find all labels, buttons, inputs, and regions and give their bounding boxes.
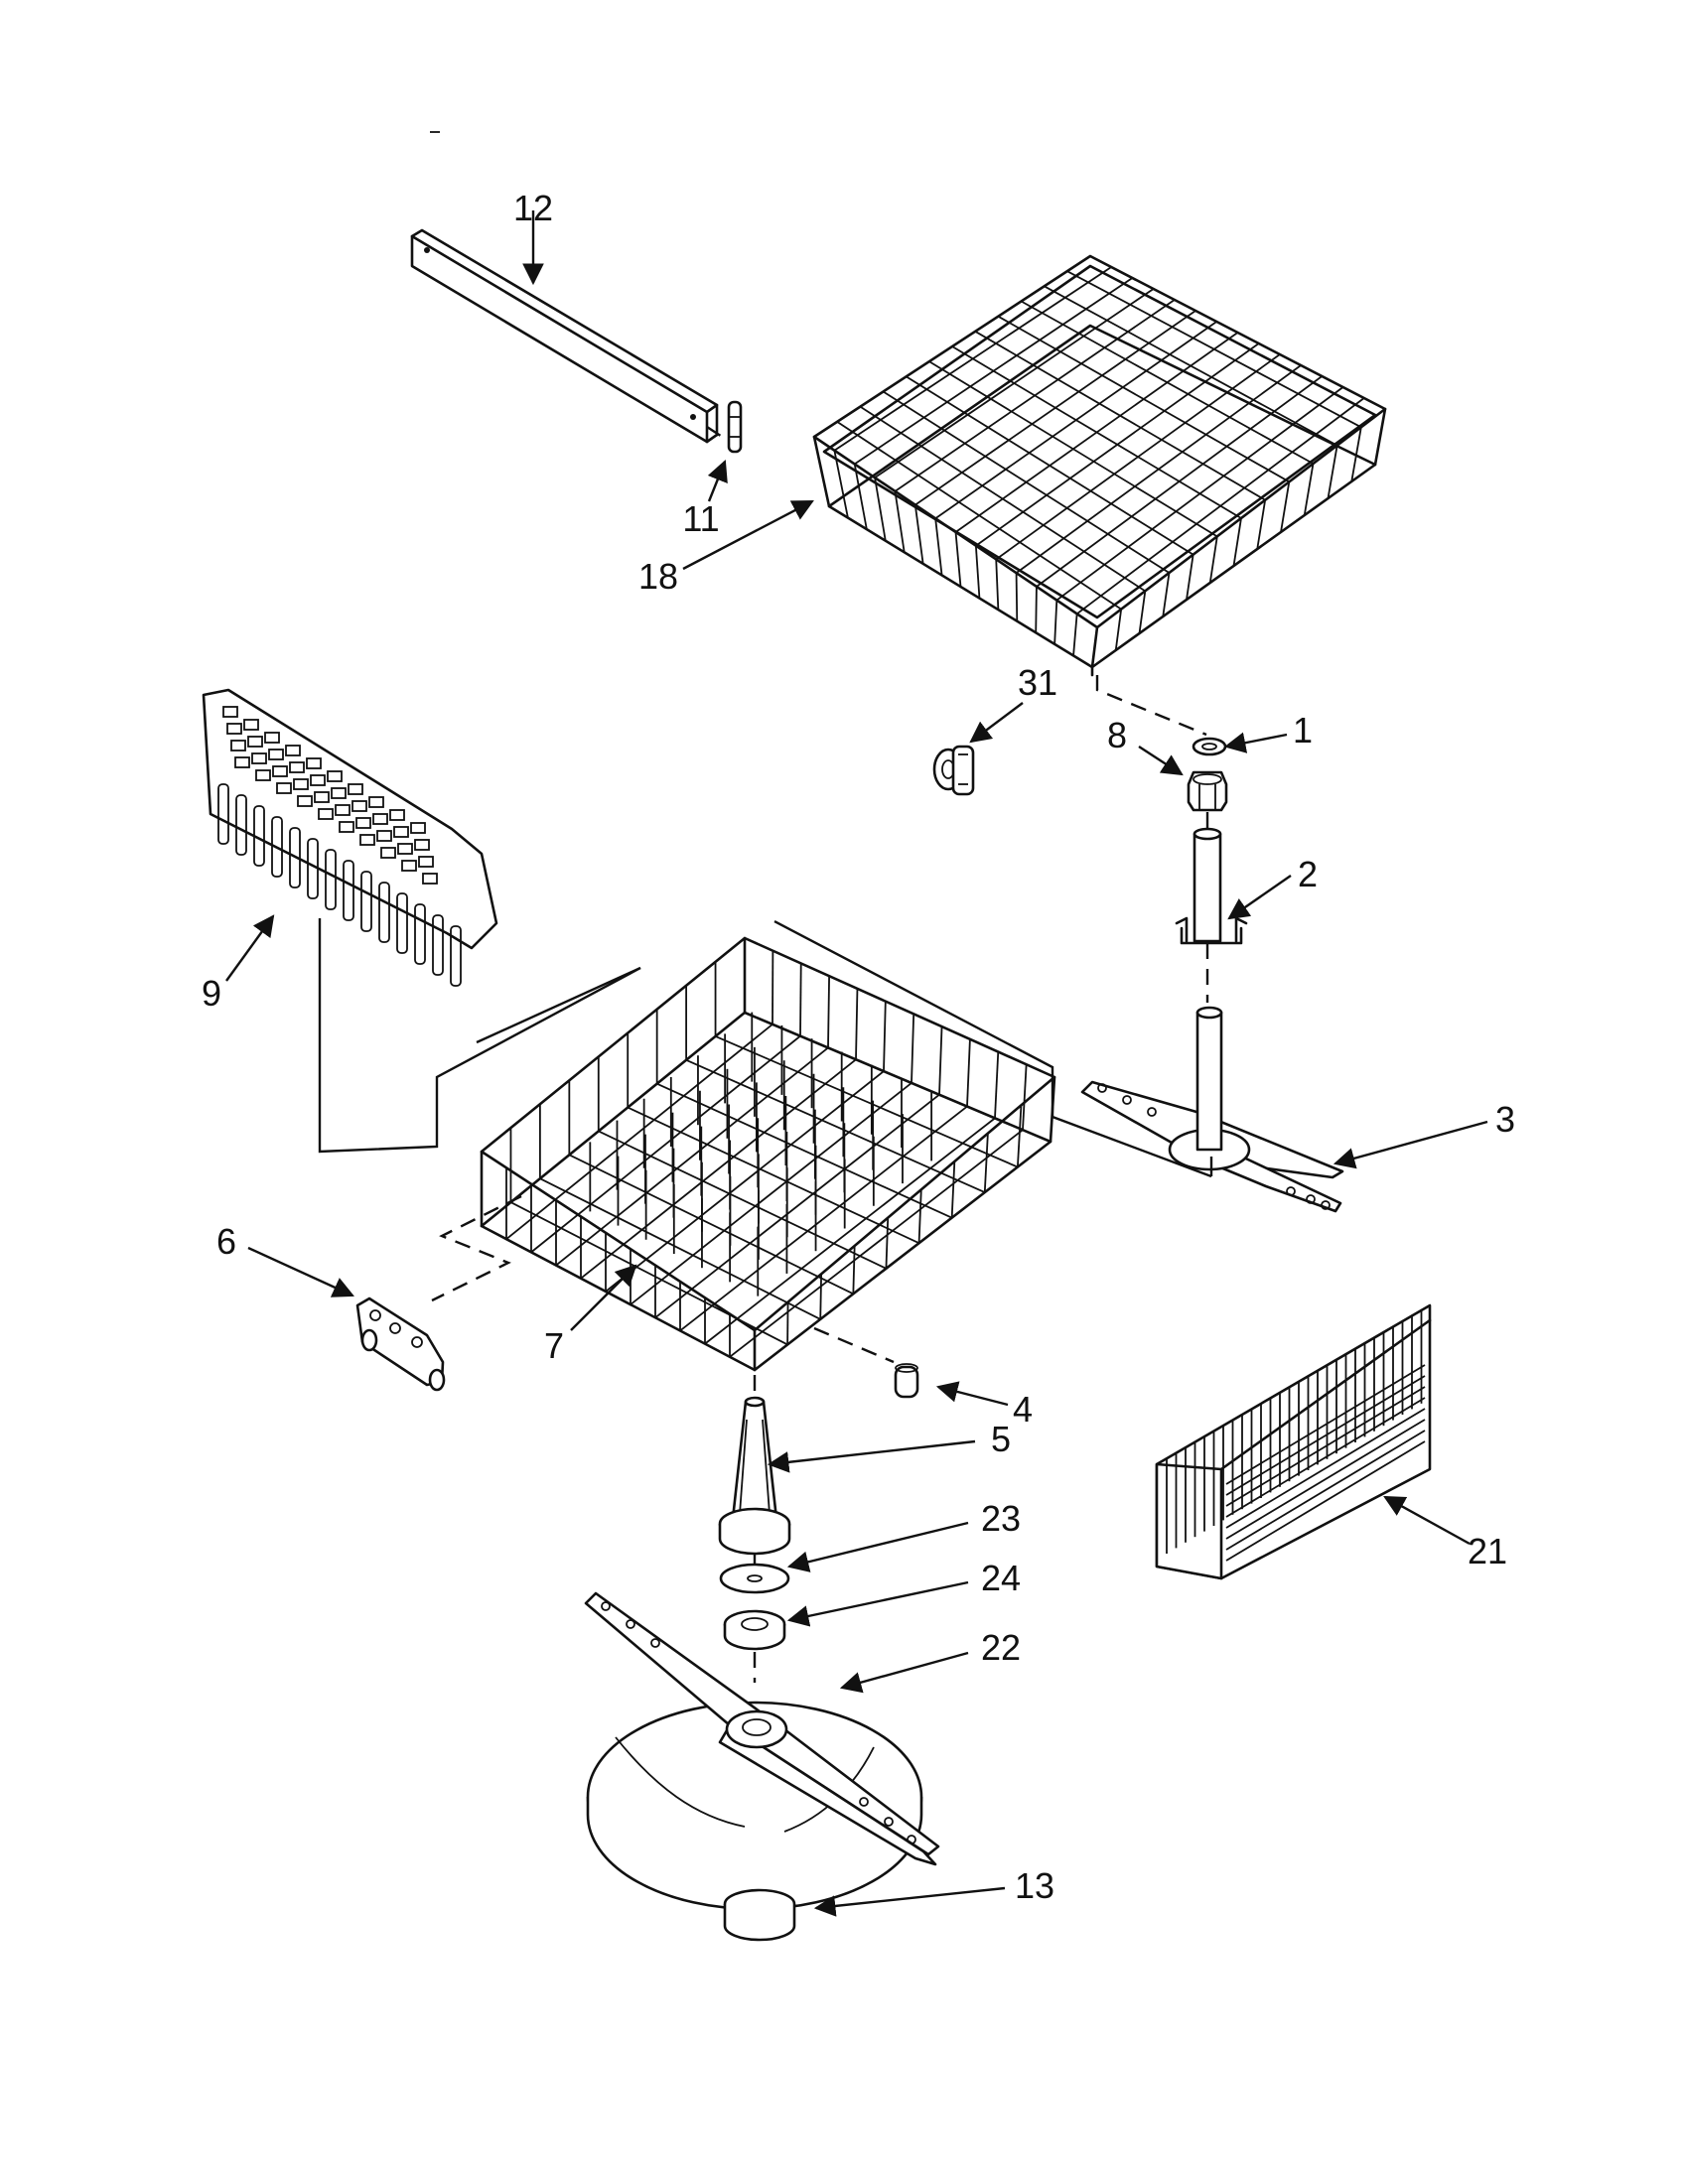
part-1-washer bbox=[1192, 737, 1227, 756]
callout-c22: 22 bbox=[981, 1627, 1021, 1668]
leader-c6 bbox=[247, 1246, 354, 1297]
leader-c5 bbox=[767, 1439, 976, 1473]
leader-c18 bbox=[682, 499, 814, 571]
leader-c21 bbox=[1383, 1495, 1471, 1546]
part-2-upper-spray-tube bbox=[1175, 812, 1248, 1003]
callout-c4: 4 bbox=[1013, 1389, 1033, 1430]
part-18-upper-rack bbox=[812, 254, 1387, 677]
leader-c22 bbox=[839, 1651, 969, 1694]
callout-c21: 21 bbox=[1468, 1531, 1507, 1571]
part-13-ring bbox=[723, 1888, 796, 1942]
callout-c7: 7 bbox=[544, 1325, 564, 1366]
leader-c11 bbox=[707, 459, 728, 502]
callout-c5: 5 bbox=[991, 1419, 1011, 1459]
callout-c11: 11 bbox=[682, 498, 719, 539]
part-7-lower-rack bbox=[480, 936, 1056, 1372]
callout-c2: 2 bbox=[1298, 854, 1318, 894]
leader-c4 bbox=[935, 1381, 1009, 1407]
part-4-bumper bbox=[894, 1363, 919, 1399]
leader-c2 bbox=[1227, 875, 1292, 920]
part-23-washer bbox=[719, 1563, 790, 1594]
part-5-lower-spray-tube bbox=[718, 1375, 791, 1569]
part-6-rack-roller bbox=[355, 1194, 522, 1392]
part-24-bearing bbox=[723, 1609, 786, 1683]
part-21-cutlery-basket bbox=[1155, 1303, 1432, 1580]
leader-c9 bbox=[225, 914, 275, 982]
callout-c18: 18 bbox=[638, 556, 678, 597]
callout-c23: 23 bbox=[981, 1498, 1021, 1539]
callout-c24: 24 bbox=[981, 1558, 1021, 1598]
part-8-nut bbox=[1187, 770, 1228, 812]
part-9-basket-panel bbox=[202, 688, 498, 987]
callout-c8: 8 bbox=[1107, 715, 1127, 755]
leader-c23 bbox=[786, 1521, 969, 1572]
leader-c31 bbox=[969, 702, 1024, 744]
callout-c6: 6 bbox=[216, 1221, 236, 1262]
leader-c7 bbox=[570, 1264, 637, 1331]
callout-c13: 13 bbox=[1015, 1865, 1054, 1906]
part-11-rail-stop bbox=[727, 400, 743, 454]
callout-c3: 3 bbox=[1495, 1099, 1515, 1140]
leader-c3 bbox=[1333, 1120, 1488, 1169]
leader-c24 bbox=[786, 1580, 969, 1627]
leader-c8 bbox=[1138, 745, 1184, 776]
callout-c31: 31 bbox=[1018, 662, 1057, 703]
part-3-upper-spray-arm bbox=[1080, 1006, 1344, 1213]
leader-c1 bbox=[1223, 732, 1288, 753]
callout-c9: 9 bbox=[202, 973, 221, 1014]
callout-c12: 12 bbox=[513, 188, 553, 228]
part-12-rack-rail bbox=[410, 228, 731, 444]
part-22-lower-spray-arm bbox=[584, 1591, 940, 1911]
callout-c1: 1 bbox=[1293, 710, 1313, 751]
leader-c13 bbox=[813, 1886, 1006, 1917]
part-31-clip bbox=[932, 745, 975, 796]
